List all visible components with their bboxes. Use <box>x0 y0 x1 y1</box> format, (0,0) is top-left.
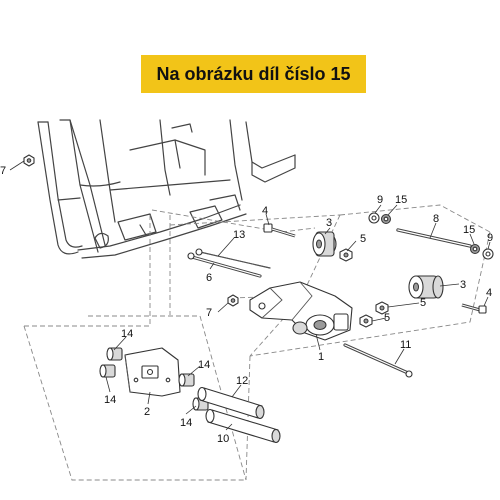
callout-5: 5 <box>420 297 426 309</box>
callout-3: 3 <box>326 217 332 229</box>
part-2-plate[interactable] <box>124 347 181 397</box>
part-9-washer-right[interactable] <box>482 248 494 260</box>
callout-labels: 7 4 13 6 3 5 9 15 8 15 9 3 4 5 5 7 1 11 … <box>0 165 493 445</box>
callout-5: 5 <box>360 233 366 245</box>
callout-12: 12 <box>236 375 248 387</box>
callout-13: 13 <box>233 229 245 241</box>
part-5-nut-bottom[interactable] <box>359 314 373 328</box>
callout-1: 1 <box>318 351 324 363</box>
part-4-bolt[interactable] <box>263 223 296 238</box>
part-7-nut-center[interactable] <box>227 294 239 307</box>
frame-section <box>37 119 296 259</box>
part-12-tube[interactable] <box>197 386 265 420</box>
callout-9: 9 <box>377 194 383 206</box>
part-15-washer-right[interactable] <box>470 244 480 254</box>
dashed-reference-lines <box>23 204 491 481</box>
callout-5: 5 <box>384 312 390 324</box>
callout-7: 7 <box>206 307 212 319</box>
callout-14: 14 <box>198 359 210 371</box>
part-3-bushing-right[interactable] <box>408 275 444 299</box>
part-14-bushing-b[interactable] <box>99 364 116 378</box>
part-5-nut-left[interactable] <box>339 248 353 262</box>
part-14-bushing-a[interactable] <box>106 347 123 361</box>
callout-14: 14 <box>180 417 192 429</box>
part-4-bolt-right[interactable] <box>461 303 487 314</box>
callout-14: 14 <box>121 328 133 340</box>
callout-15: 15 <box>395 194 407 206</box>
part-1-swingarm-bracket[interactable] <box>249 281 353 341</box>
banner-text: Na obrázku díl číslo 15 <box>156 63 351 84</box>
callout-14: 14 <box>104 394 116 406</box>
part-9-washer-left[interactable] <box>368 212 380 224</box>
part-11-long-rod[interactable] <box>343 343 413 378</box>
part-5-nut-right[interactable] <box>375 301 389 315</box>
callout-9: 9 <box>487 232 493 244</box>
callout-6: 6 <box>206 272 212 284</box>
callout-10: 10 <box>217 433 229 445</box>
leader-lines <box>9 160 491 431</box>
part-14-bushing-c[interactable] <box>178 373 195 387</box>
callout-3: 3 <box>460 279 466 291</box>
callout-15: 15 <box>463 224 475 236</box>
callout-7: 7 <box>0 165 6 177</box>
callout-11: 11 <box>400 339 411 351</box>
part-10-tube[interactable] <box>205 408 281 444</box>
callout-8: 8 <box>433 213 439 225</box>
part-15-washer-left[interactable] <box>381 214 391 224</box>
part-number-banner: Na obrázku díl číslo 15 <box>141 55 366 93</box>
part-7-nut-left[interactable] <box>23 154 35 167</box>
callout-4: 4 <box>262 205 268 217</box>
part-13-long-bolt[interactable] <box>195 248 271 269</box>
part-8-rod[interactable] <box>396 228 472 248</box>
callout-2: 2 <box>144 406 150 418</box>
part-6-long-bolt[interactable] <box>187 252 262 278</box>
part-3-bushing-left[interactable] <box>312 231 337 257</box>
callout-4: 4 <box>486 287 492 299</box>
